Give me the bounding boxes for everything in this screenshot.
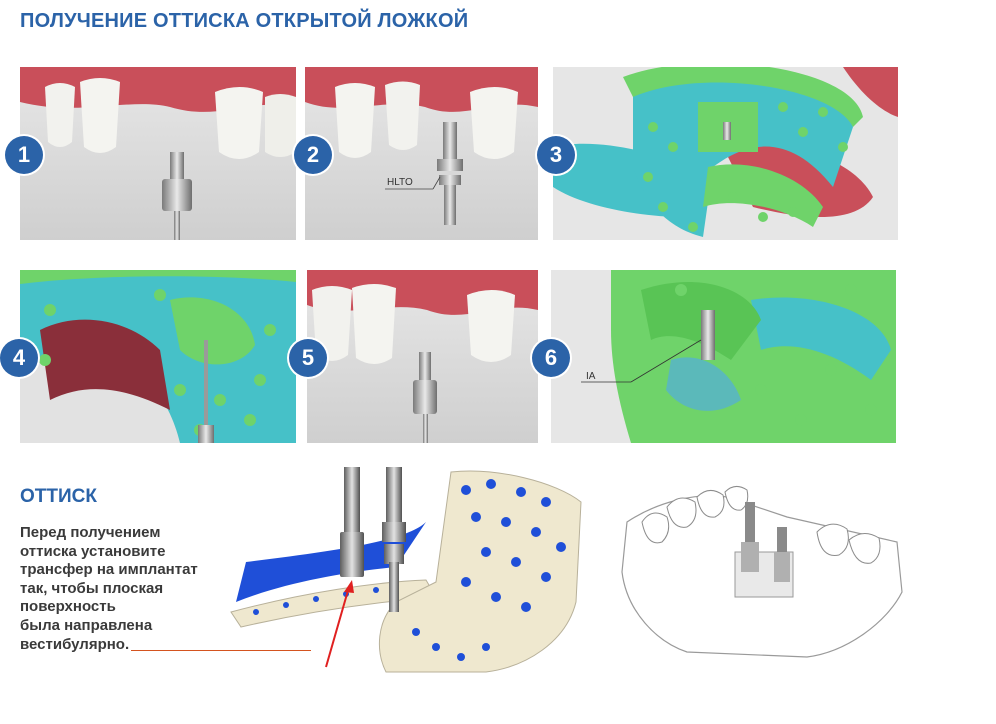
step-6-image: IA	[551, 270, 896, 443]
step-2-image: HLTO	[305, 67, 538, 240]
step-badge-1: 1	[5, 136, 43, 174]
jaw-model-illustration	[617, 462, 907, 662]
instruction-line: была направлена	[20, 616, 153, 634]
step-5-image	[307, 270, 538, 443]
instruction-line: оттиска установите	[20, 542, 166, 560]
instruction-line: поверхность	[20, 598, 116, 616]
step-4-image	[20, 270, 296, 443]
step-badge-4: 4	[0, 339, 38, 377]
impression-heading: ОТТИСК	[20, 486, 97, 507]
instruction-line-last: вестибулярно.	[20, 635, 312, 655]
ia-callout: IA	[586, 371, 596, 382]
instruction-line: так, чтобы плоская	[20, 579, 164, 597]
step-1-image	[20, 67, 296, 240]
step-badge-5: 5	[289, 339, 327, 377]
instruction-line: трансфер на имплантат	[20, 561, 198, 579]
pointer-underline	[131, 650, 312, 652]
step-3-image	[553, 67, 898, 240]
step-badge-6: 6	[532, 339, 570, 377]
hlto-callout: HLTO	[387, 177, 413, 188]
impression-instruction: Перед получением оттиска установите тран…	[20, 524, 312, 655]
instruction-line: вестибулярно.	[20, 635, 130, 653]
page-title: ПОЛУЧЕНИЕ ОТТИСКА ОТКРЫТОЙ ЛОЖКОЙ	[20, 10, 469, 32]
impression-tray-illustration	[226, 462, 586, 678]
instruction-line: Перед получением	[20, 524, 161, 541]
step-badge-2: 2	[294, 136, 332, 174]
step-badge-3: 3	[537, 136, 575, 174]
